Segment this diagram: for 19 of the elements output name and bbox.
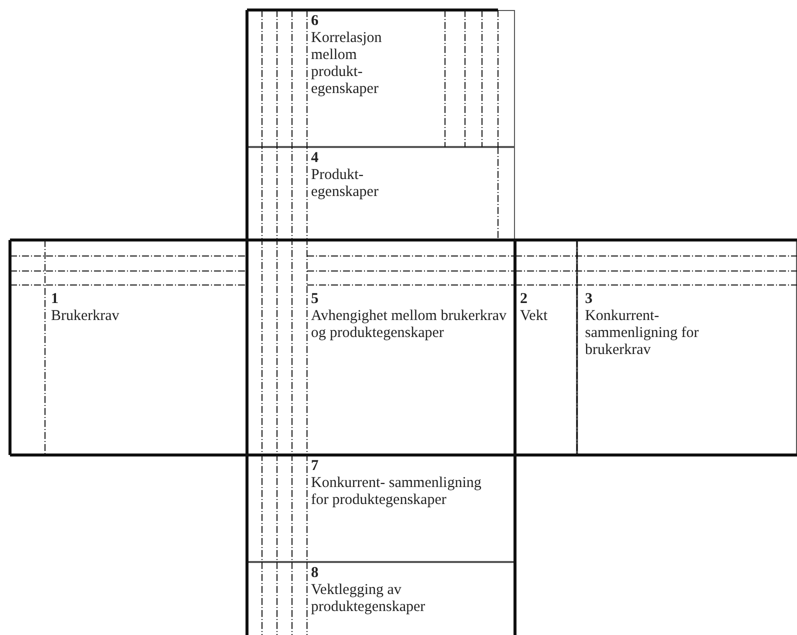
section-label: Vekt	[520, 308, 548, 325]
section-number: 3	[585, 291, 592, 308]
matrix-section	[247, 147, 515, 240]
section-label: Brukerkrav	[51, 308, 120, 325]
section-number: 6	[311, 13, 318, 30]
section-number: 5	[311, 291, 318, 308]
section-label: Avhengighet mellom brukerkrav og produktegenskaper	[311, 308, 508, 342]
section-number: 7	[311, 458, 318, 475]
section-number: 4	[311, 150, 318, 167]
matrix-section	[247, 10, 515, 147]
section-label: Vektlegging av produktegenskaper	[311, 582, 426, 616]
section-label: Konkurrent- sammenligning for produktegenskaper	[311, 475, 482, 509]
section-label: Korrelasjon mellom produkt- egenskaper	[311, 30, 383, 98]
section-label: Konkurrent- sammenligning for brukerkrav	[585, 308, 700, 359]
section-number: 2	[520, 291, 528, 308]
section-label: Produkt- egenskaper	[311, 167, 380, 201]
section-number: 8	[311, 565, 318, 582]
matrix-section	[577, 240, 797, 455]
section-number: 1	[51, 291, 58, 308]
